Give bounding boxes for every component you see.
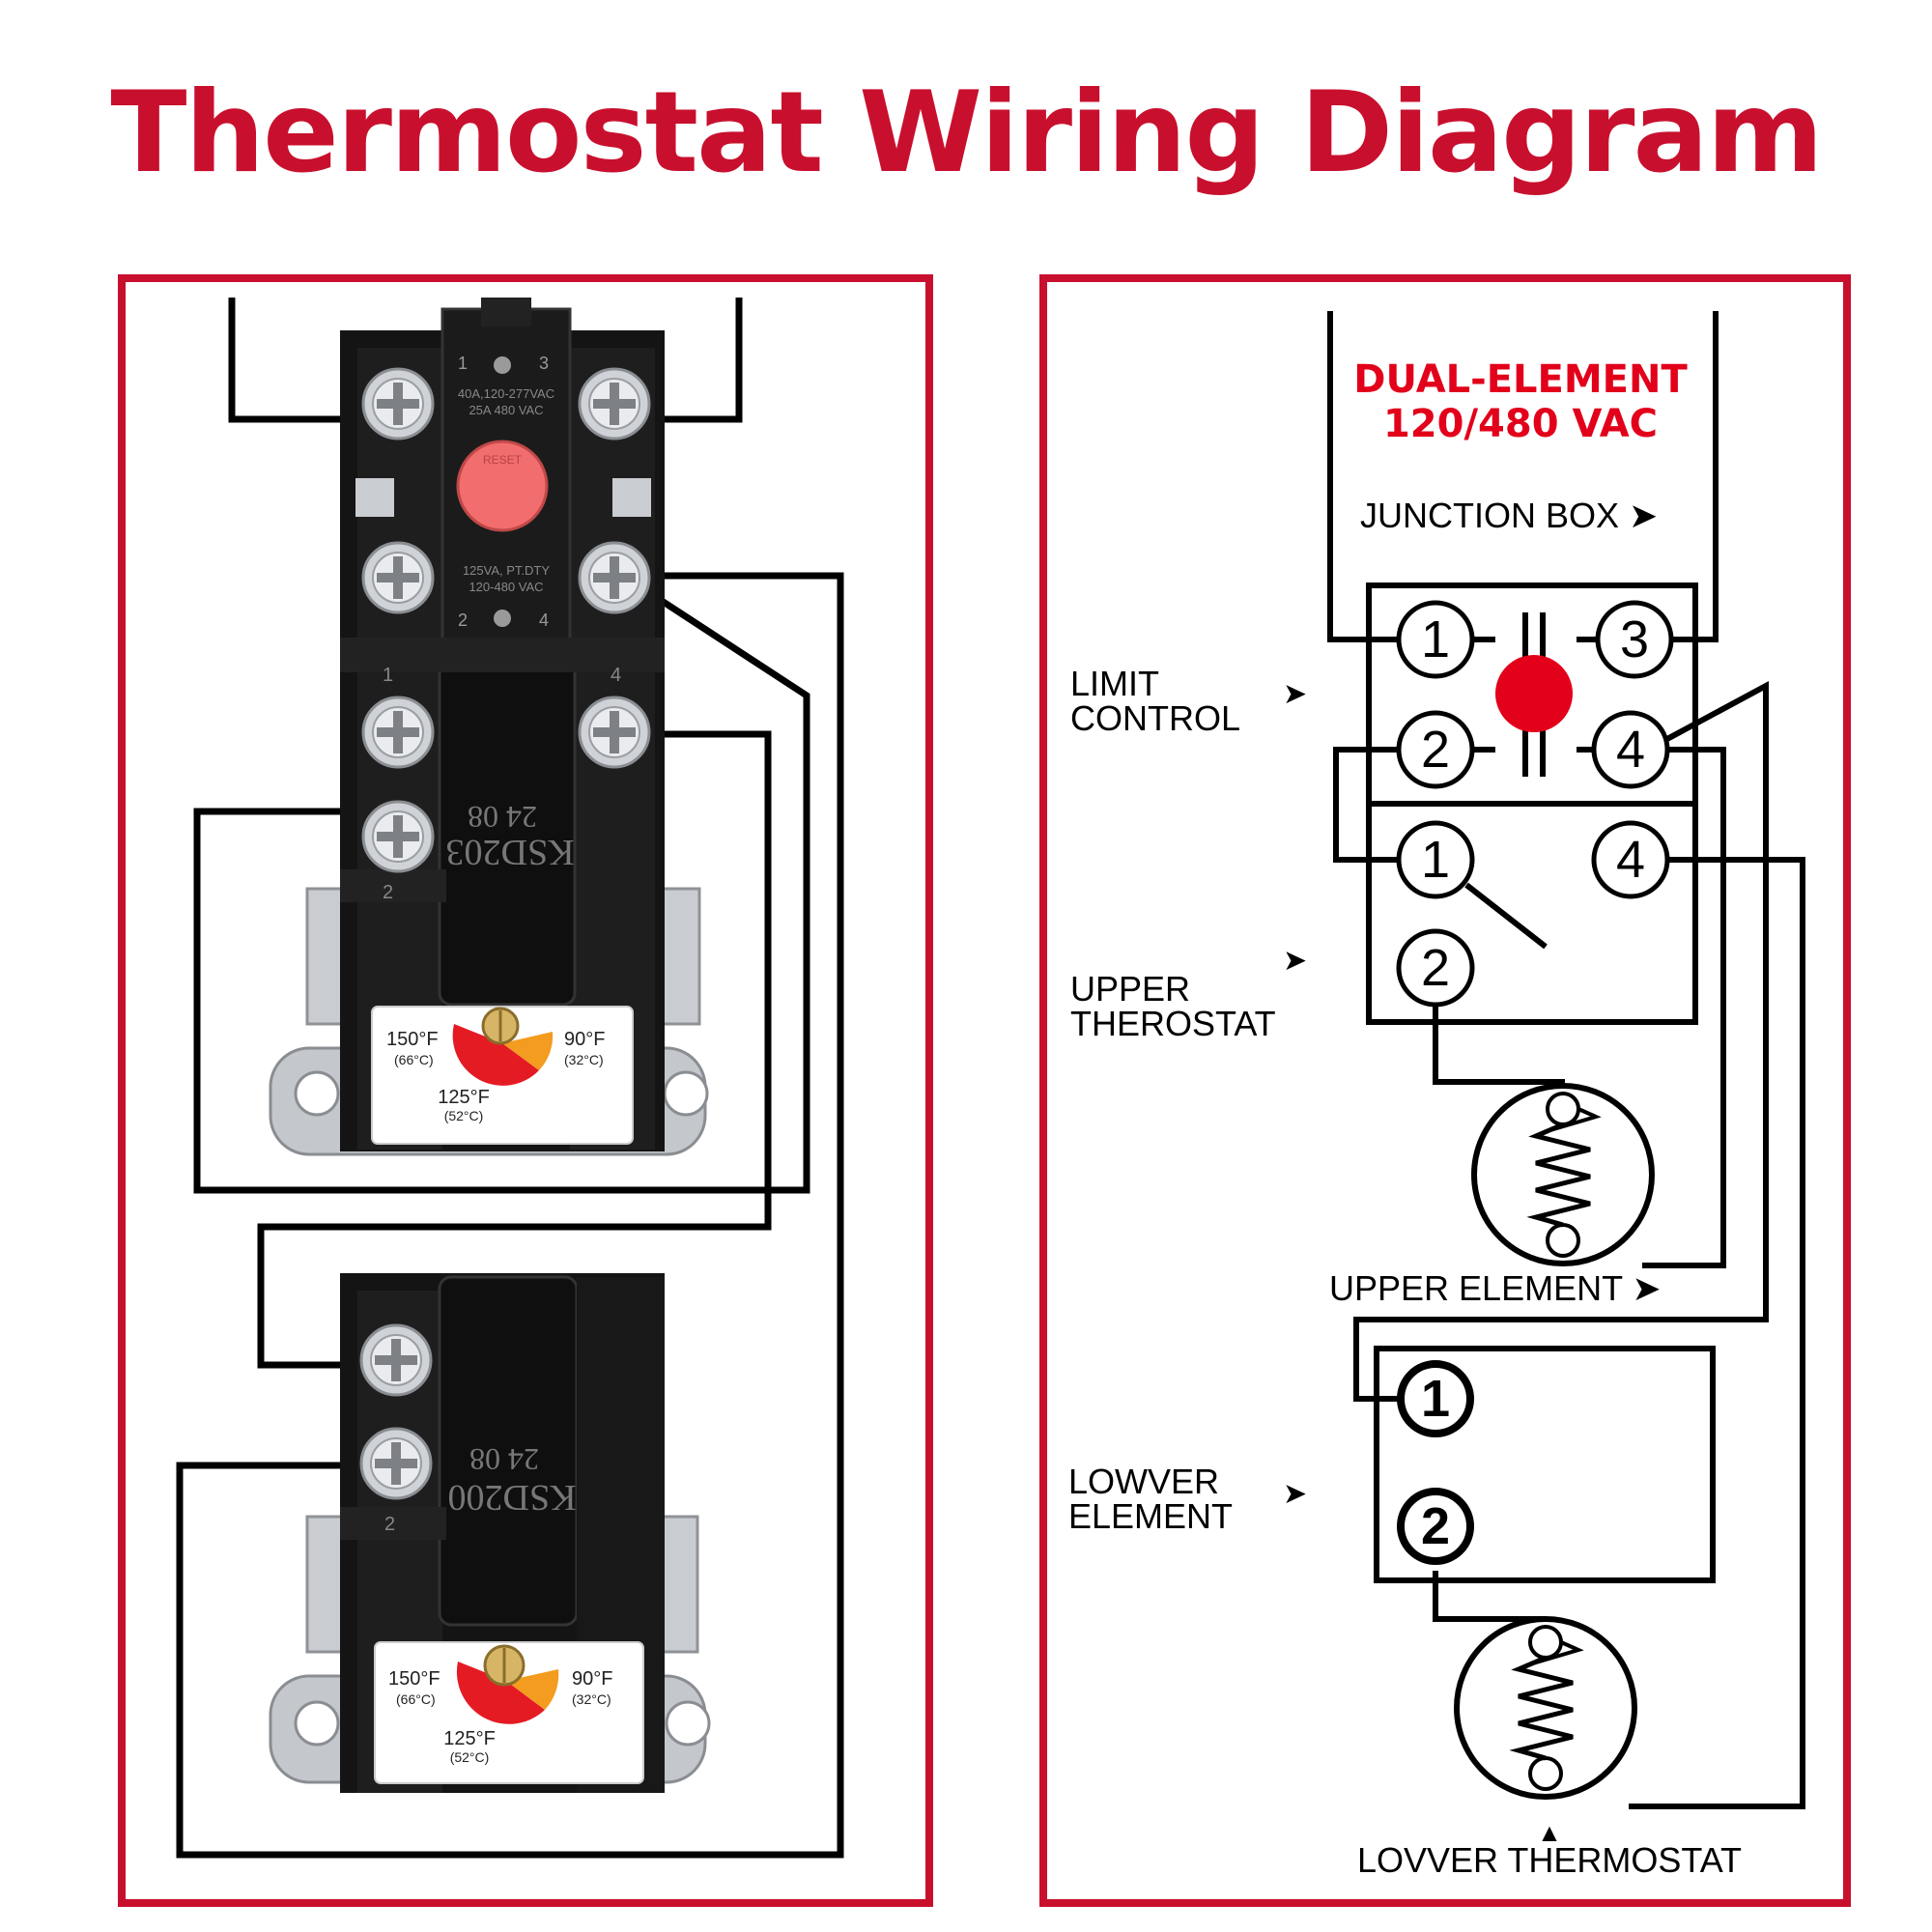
limit-control-label-1: LIMIT [1070,664,1159,703]
lower-terminal-screw-1 [359,1323,433,1397]
lower-element-terminal-2: 2 [1421,1497,1450,1555]
upper-terminal-screw-2b [361,800,435,873]
lower-element-label-2: ELEMENT [1068,1496,1233,1536]
terminal-2: 2 [1421,721,1450,779]
upper-terminal-label-3: 3 [539,354,549,373]
lower-dial-right-f: 90°F [572,1668,612,1690]
lower-thermostat-arrow: ▲ [1537,1818,1562,1847]
lower-element-arrow: ➤ [1283,1478,1307,1510]
upper-dial-mid-f: 125°F [438,1087,490,1108]
upper-thermostat-arrow: ➤ [1283,945,1307,977]
reset-label: RESET [483,453,523,467]
terminal-4: 4 [1616,721,1645,779]
lower-thermostat-device: 2 24 08 KSD200 150°F (66°C) 90°F (32°C) … [269,1273,711,1793]
lower-dial-left-c: (66°C) [396,1691,436,1707]
upper-dial-mid-c: (52°C) [444,1108,484,1123]
lower-dial-mid-c: (52°C) [450,1749,490,1765]
upper-dial-left-f: 150°F [386,1029,439,1050]
upper-thermostat-terminal-2: 2 [1421,939,1450,997]
lower-model-code-2: KSD200 [447,1477,576,1518]
upper-dial-right-c: (32°C) [564,1052,604,1067]
lower-thermostat-label: LOVVER THERMOSTAT [1357,1840,1742,1880]
upper-thermostat-terminal-1: 1 [1421,831,1450,889]
page-title: Thermostat Wiring Diagram [110,68,1823,198]
upper-terminal-screw-2 [361,541,435,614]
upper-terminal-label-1: 1 [458,354,468,373]
junction-box-label: JUNCTION BOX ➤ [1360,496,1658,535]
upper-thermostat-terminal-4: 4 [1616,831,1645,889]
lower-terminal-label-2: 2 [384,1514,395,1535]
upper-rating-top-2: 25A 480 VAC [469,403,543,417]
schematic-heading-line-1: DUAL-ELEMENT [1353,357,1688,402]
upper-model-code-2: KSD203 [445,832,574,872]
upper-terminal-label-2b: 2 [383,882,393,903]
upper-element-label: UPPER ELEMENT ➤ [1329,1268,1662,1308]
upper-terminal-label-2: 2 [458,611,468,630]
limit-control-indicator [1495,655,1573,732]
upper-rating-bottom-1: 125VA, PT.DTY [463,563,550,578]
left-panel-frame [118,274,933,1907]
upper-dial-left-c: (66°C) [394,1052,434,1067]
terminal-1: 1 [1421,611,1450,668]
lower-element-terminal-1: 1 [1421,1370,1450,1428]
upper-terminal-screw-4 [578,541,651,614]
lower-element-icon [1457,1619,1634,1797]
upper-terminal-screw-4b [578,696,651,769]
schematic-heading-line-2: 120/480 VAC [1383,402,1658,446]
reset-button[interactable] [456,440,549,532]
lower-model-code-1: 24 08 [469,1442,539,1477]
upper-terminal-screw-1 [361,367,435,440]
lower-dial-mid-f: 125°F [443,1728,496,1749]
limit-control-arrow: ➤ [1283,678,1307,710]
upper-terminal-label-1b: 1 [383,665,393,686]
upper-rating-top-1: 40A,120-277VAC [458,386,554,401]
schematic-wires [1327,311,1805,1809]
limit-control-label-2: CONTROL [1070,698,1240,738]
upper-terminal-label-4: 4 [539,611,549,630]
upper-thermostat-label-1: UPPER [1070,969,1190,1009]
schematic-terminals [1396,600,1674,1565]
left-wires [176,298,844,1859]
lower-dial-right-c: (32°C) [572,1691,611,1707]
upper-element-icon [1474,1086,1652,1264]
upper-terminal-label-4b: 4 [611,665,621,686]
upper-terminal-screw-1b [361,696,435,769]
upper-dial-right-f: 90°F [564,1029,605,1050]
lower-element-label-1: LOWVER [1068,1462,1219,1501]
upper-thermostat-device: 24 08 KSD203 40A,120-277VAC 25A 480 VAC … [269,298,709,1156]
upper-rating-bottom-2: 120-480 VAC [469,580,543,594]
right-panel-frame [1039,274,1851,1907]
upper-model-code-1: 24 08 [468,800,537,835]
terminal-3: 3 [1620,611,1649,668]
upper-terminal-screw-3 [578,367,651,440]
upper-thermostat-label-2: THEROSTAT [1070,1004,1276,1043]
lower-dial-left-f: 150°F [388,1668,440,1690]
lower-terminal-screw-2 [359,1427,433,1500]
